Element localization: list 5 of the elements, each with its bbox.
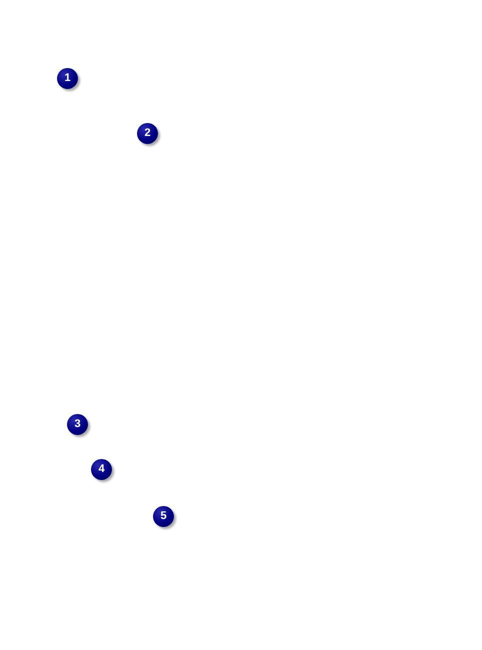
callout-number: 1 — [57, 68, 78, 89]
callout-number: 4 — [91, 459, 112, 480]
callout-number: 5 — [153, 506, 174, 527]
callout-number: 3 — [67, 414, 88, 435]
callout-number: 2 — [137, 123, 158, 144]
